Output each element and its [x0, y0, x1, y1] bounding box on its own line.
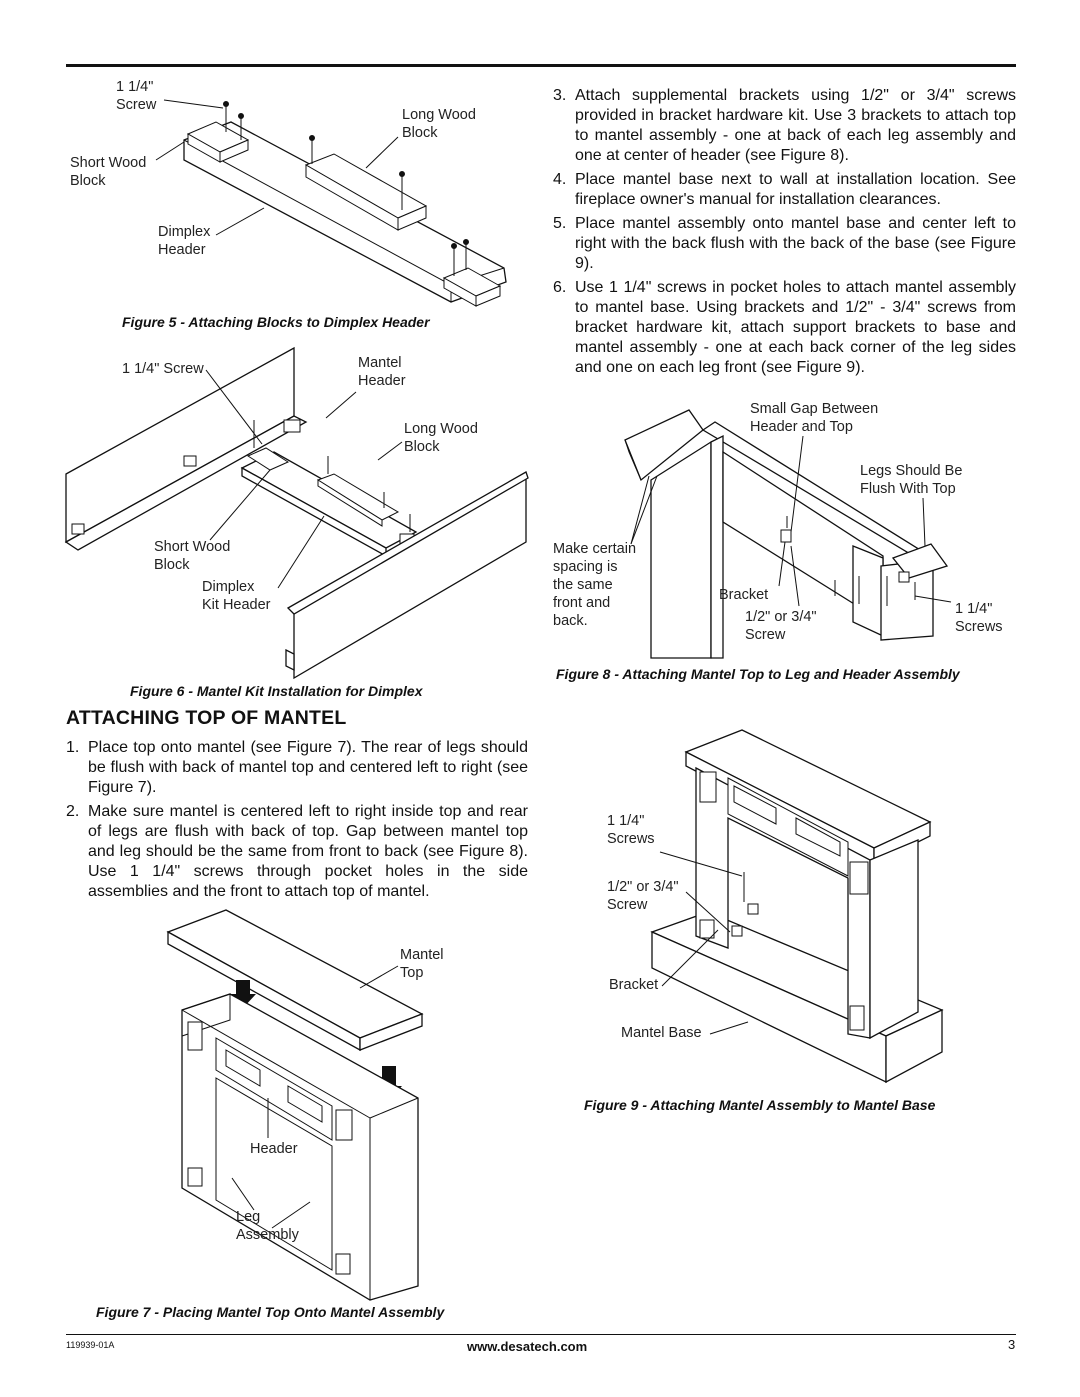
figure-5-caption: Figure 5 - Attaching Blocks to Dimplex H… [122, 314, 430, 330]
fig6-long-block-label: Long Wood Block [404, 421, 478, 455]
fig6-mantel-header-label: Mantel Header [358, 355, 406, 389]
figure-8-drawing [624, 409, 952, 659]
step-4-text: Place mantel base next to wall at instal… [575, 171, 1016, 208]
figure-5: 1 1/4" Screw Short Wood Block Long Wood … [66, 70, 536, 332]
website-link[interactable]: www.desatech.com [467, 1339, 588, 1354]
step-2: 2. Make sure mantel is centered left to r… [66, 802, 528, 902]
step-6: 6. Use 1 1/4" screws in pocket holes to a… [553, 278, 1016, 378]
step-3-number: 3. [553, 87, 567, 104]
figure-9-caption: Figure 9 - Attaching Mantel Assembly to … [584, 1097, 936, 1113]
step-1-text: Place top onto mantel (see Figure 7). Th… [88, 739, 528, 796]
fig6-kit-header-label: Dimplex Kit Header [202, 579, 271, 613]
fig8-bracket-label: Bracket [719, 587, 769, 603]
step-4-number: 4. [553, 171, 567, 188]
step-3-text: Attach supplemental brackets using 1/2" … [575, 87, 1016, 164]
step-1: 1. Place top onto mantel (see Figure 7). … [66, 738, 528, 798]
fig8-small-screw-label: 1/2" or 3/4" Screw [745, 609, 817, 643]
figure-7-drawing [166, 909, 424, 1301]
footer-rule [66, 1334, 1016, 1335]
fig5-short-block-label: Short Wood Block [70, 155, 147, 189]
step-3: 3. Attach supplemental brackets using 1/2… [553, 86, 1016, 166]
fig5-screw-label: 1 1/4" Screw [116, 79, 157, 113]
section-heading: ATTACHING TOP OF MANTEL [66, 707, 347, 729]
fig8-screws-label: 1 1/4" Screws [955, 601, 1003, 635]
figure-6: 1 1/4" Screw Mantel Header Long Wood Blo… [64, 344, 536, 680]
fig8-flush-label: Legs Should Be Flush With Top [860, 463, 963, 497]
steps-left: 1. Place top onto mantel (see Figure 7). … [66, 738, 528, 906]
figure-7-caption: Figure 7 - Placing Mantel Top Onto Mante… [96, 1304, 445, 1320]
step-1-number: 1. [66, 739, 80, 756]
figure-5-drawing [155, 99, 507, 307]
figure-9-drawing [650, 729, 944, 1084]
step-5-number: 5. [553, 215, 567, 232]
figure-8-caption: Figure 8 - Attaching Mantel Top to Leg a… [556, 666, 960, 682]
figure-6-caption: Figure 6 - Mantel Kit Installation for D… [130, 683, 423, 699]
fig8-gap-label: Small Gap Between Header and Top [750, 401, 879, 435]
fig5-header-label: Dimplex Header [158, 224, 211, 258]
fig9-screws-label: 1 1/4" Screws [607, 813, 655, 847]
step-2-text: Make sure mantel is centered left to rig… [88, 803, 528, 900]
fig5-long-block-label: Long Wood Block [402, 107, 476, 141]
figure-7: Mantel Top Header Leg Assembly [160, 909, 460, 1302]
figure-6-drawing [64, 346, 529, 680]
fig9-small-screw-label: 1/2" or 3/4" Screw [607, 879, 679, 913]
fig9-bracket-label: Bracket [609, 977, 659, 993]
fig7-leg-label: Leg Assembly [236, 1209, 299, 1243]
figure-9: 1 1/4" Screws 1/2" or 3/4" Screw Bracket… [600, 706, 970, 1090]
page-number: 3 [1008, 1337, 1016, 1352]
fig6-short-block-label: Short Wood Block [154, 539, 231, 573]
fig7-mantel-top-label: Mantel Top [400, 947, 444, 981]
step-6-text: Use 1 1/4" screws in pocket holes to att… [575, 279, 1016, 376]
step-2-number: 2. [66, 803, 80, 820]
fig9-base-label: Mantel Base [621, 1025, 702, 1041]
steps-right: 3. Attach supplemental brackets using 1/2… [553, 86, 1016, 382]
fig8-spacing-label: Make certain spacing is the same front a… [553, 541, 637, 629]
top-rule [66, 64, 1016, 67]
figure-8: Small Gap Between Header and Top Legs Sh… [553, 396, 1016, 659]
step-6-number: 6. [553, 279, 567, 296]
step-5: 5. Place mantel assembly onto mantel base… [553, 214, 1016, 274]
document-code: 119939-01A [66, 1340, 115, 1350]
step-5-text: Place mantel assembly onto mantel base a… [575, 215, 1016, 272]
fig6-screw-label: 1 1/4" Screw [122, 361, 204, 377]
fig7-header-label: Header [250, 1141, 298, 1157]
step-4: 4. Place mantel base next to wall at inst… [553, 170, 1016, 210]
